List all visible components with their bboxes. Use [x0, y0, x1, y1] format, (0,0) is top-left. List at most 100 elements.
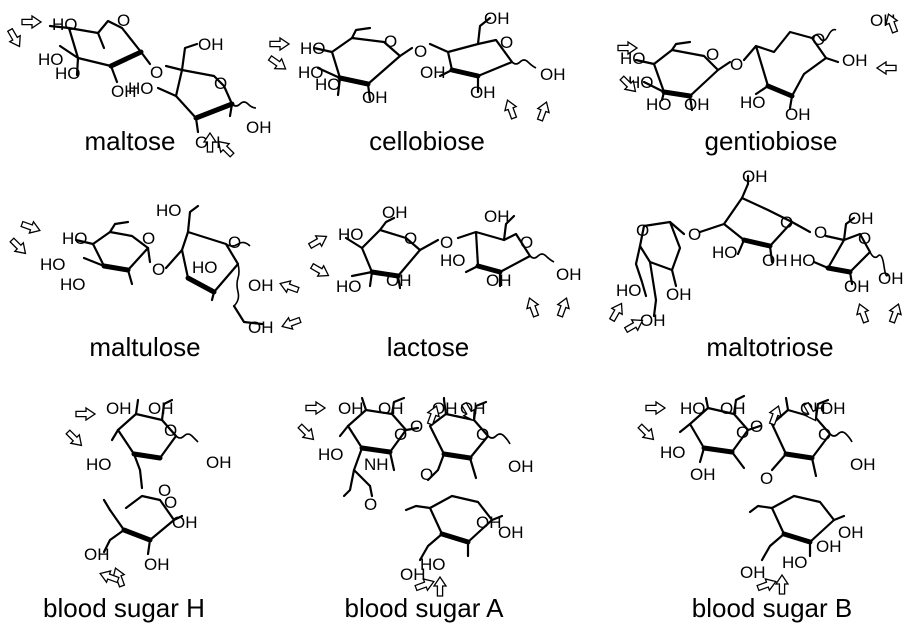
atom-label: O	[364, 495, 377, 514]
ring-bonds	[102, 398, 199, 556]
ring-bonds	[678, 394, 853, 562]
atom-label: OH	[470, 83, 496, 102]
arrow-icon	[645, 401, 666, 415]
atom-label: HO	[782, 553, 808, 572]
arrow-icon	[21, 15, 42, 29]
atom-label: HO	[646, 95, 672, 114]
arrow-icon	[885, 301, 905, 325]
arrow-icon	[19, 217, 43, 237]
atom-label: O	[158, 481, 171, 500]
atom-label: OH	[816, 537, 842, 556]
atom-label: OH	[742, 167, 768, 186]
atom-label: OH	[556, 265, 582, 284]
molecule-maltulose: HO HO HO O O HO HO O OH OH maltulose	[7, 201, 303, 362]
atom-label: O	[228, 233, 241, 252]
atom-label: O	[476, 425, 489, 444]
atom-label: O	[858, 229, 871, 248]
atom-label: OH	[420, 63, 446, 82]
atom-label: HO	[300, 39, 326, 58]
atom-label: HO	[790, 251, 816, 270]
atom-label: O	[384, 32, 397, 51]
arrow-icon	[853, 301, 873, 325]
molecule-name: maltulose	[89, 332, 200, 362]
atom-label: HO	[338, 225, 364, 244]
arrow-icon	[533, 99, 553, 123]
molecule-blood-sugar-b: HO OH OH HO O O OH O OH OH O OH HO OH OH…	[635, 394, 876, 623]
atom-label: OH	[740, 563, 766, 582]
atom-label: NH	[364, 455, 389, 474]
atom-label: OH	[762, 251, 788, 270]
atom-label: OH	[111, 82, 137, 101]
atom-label: O	[440, 233, 453, 252]
arrow-icon	[501, 97, 521, 121]
atom-label: HO	[420, 555, 446, 574]
atom-label: OH	[508, 457, 534, 476]
atom-label: HO	[740, 93, 766, 112]
ring-bonds	[338, 396, 511, 562]
molecule-name: blood sugar H	[43, 593, 205, 623]
atom-label: O	[636, 221, 649, 240]
atom-label: HO	[318, 445, 344, 464]
atom-label: O	[688, 225, 701, 244]
atom-label: OH	[844, 277, 870, 296]
arrow-icon	[63, 427, 87, 451]
arrow-icon	[295, 421, 319, 445]
arrow-icon	[306, 230, 331, 252]
atom-label: O	[706, 45, 719, 64]
molecule-maltotriose: O O OH OH O HO HO O OH HO OH O OH OH OH …	[606, 167, 905, 362]
atom-label: OH	[848, 209, 874, 228]
atom-label: OH	[850, 455, 876, 474]
atom-label: HO	[616, 281, 642, 300]
atom-label: OH	[386, 271, 412, 290]
atom-label: OH	[144, 555, 170, 574]
atom-label: O	[750, 417, 763, 436]
arrow-icon	[269, 37, 290, 51]
arrow-icon	[305, 401, 326, 415]
atom-label: HO	[298, 63, 324, 82]
atom-label: OH	[338, 399, 364, 418]
atom-label: O	[814, 223, 827, 242]
atom-label: OH	[248, 318, 274, 337]
molecule-gentiobiose: HO HO HO O OH O O OH OH HO OH gentiobios…	[617, 11, 902, 156]
arrow-icon	[606, 299, 628, 324]
atom-label: OH	[198, 35, 224, 54]
molecule-name: maltotriose	[706, 332, 833, 362]
atom-label: OH	[498, 523, 524, 542]
atom-label: O	[117, 11, 130, 30]
atom-label: OH	[206, 453, 232, 472]
atom-label: OH	[666, 285, 692, 304]
atom-label: OH	[842, 51, 868, 70]
arrow-icon	[265, 52, 290, 75]
atom-label: HO	[156, 201, 182, 220]
arrow-icon	[876, 61, 897, 75]
molecule-blood-sugar-h: OH OH HO O OH O O OH OH OH blood sugar H	[43, 398, 232, 623]
atom-label: O	[736, 423, 749, 442]
atom-label: O	[164, 421, 177, 440]
atom-label: OH	[484, 207, 510, 226]
molecule-name: blood sugar A	[344, 593, 504, 623]
atom-label: OH	[878, 269, 904, 288]
atom-label: OH	[540, 65, 566, 84]
atom-label: OH	[84, 545, 110, 564]
ring-bonds	[634, 28, 840, 112]
atom-label: OH	[400, 565, 426, 584]
ring-bonds	[48, 19, 257, 134]
atom-label: O	[150, 63, 163, 82]
atom-label: OH	[690, 465, 716, 484]
molecule-name: lactose	[387, 332, 469, 362]
atom-label: OH	[246, 118, 272, 137]
atom-label: HO	[38, 50, 64, 69]
atom-label: HO	[60, 275, 86, 294]
atom-label: O	[500, 33, 513, 52]
arrow-icon	[775, 574, 789, 595]
molecule-name: maltose	[84, 126, 175, 156]
atom-label: O	[394, 425, 407, 444]
arrow-icon	[279, 313, 303, 333]
atom-label: HO	[62, 229, 88, 248]
molecule-blood-sugar-a: OH OH HO O NH O O OH O OH OH O OH OH HO …	[295, 396, 534, 623]
atom-label: O	[164, 493, 177, 512]
atom-label: OH	[684, 95, 710, 114]
atom-label: HO	[52, 15, 78, 34]
atom-label: OH	[362, 88, 388, 107]
